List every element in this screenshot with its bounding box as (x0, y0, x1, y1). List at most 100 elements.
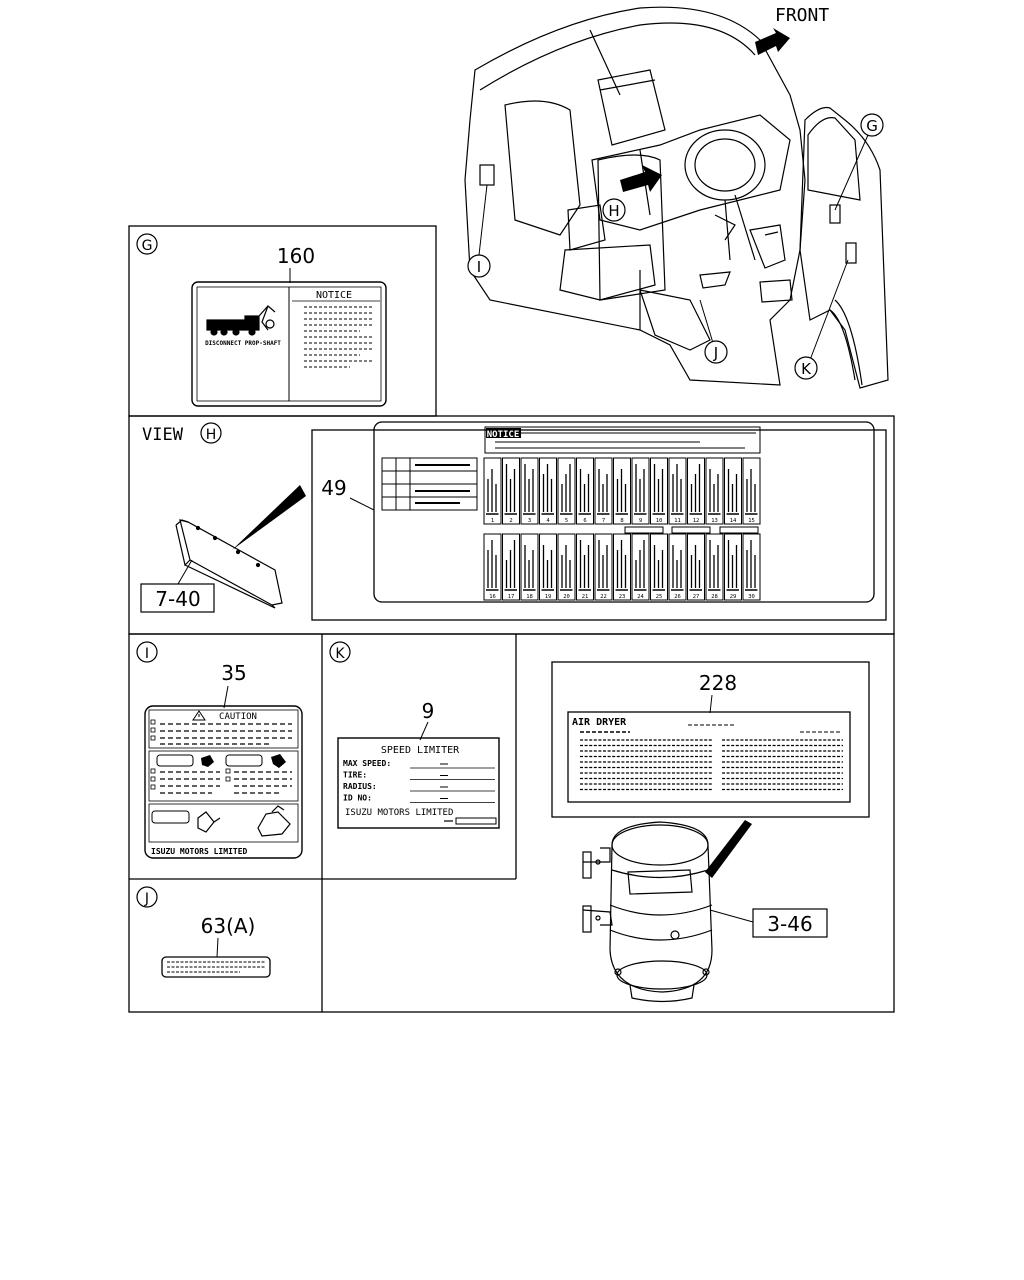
fuse-slot: 7 (594, 457, 613, 525)
h-notice-title: NOTICE (487, 430, 520, 440)
fuse-slot: 19 (539, 533, 557, 601)
marker-k-cab[interactable]: K (794, 356, 818, 380)
front-label: FRONT (775, 5, 829, 26)
i-caution-title: CAUTION (219, 712, 257, 722)
j-text-lines (167, 961, 265, 973)
fuse-number: 12 (693, 518, 700, 524)
panel-g: G 160 NOTICE (136, 233, 387, 407)
ref-7-40[interactable]: 7-40 (155, 587, 200, 611)
fuse-slot: 13 (705, 457, 724, 525)
fuse-slot: 9 (631, 457, 650, 525)
fuse-slot: 18 (520, 533, 539, 601)
fuse-slot: 30 (742, 533, 761, 601)
h-legend-table (381, 457, 478, 511)
svg-text:J: J (144, 891, 149, 907)
fuse-cover-part (175, 519, 283, 609)
g-caption: DISCONNECT PROP-SHAFT (205, 340, 281, 347)
fuse-slot: 26 (668, 533, 687, 601)
fuse-number: 2 (509, 518, 512, 524)
fuse-number: 18 (526, 594, 533, 600)
k-footer: ISUZU MOTORS LIMITED (345, 808, 453, 818)
panel-j-marker[interactable]: J (136, 886, 158, 908)
fuse-number: 13 (711, 518, 718, 524)
fuse-slot: 12 (687, 457, 705, 525)
svg-text:H: H (206, 427, 217, 443)
part-number-35: 35 (221, 661, 246, 685)
view-h-marker[interactable]: H (200, 422, 222, 444)
fuse-number: 16 (489, 594, 496, 600)
marker-j-cab[interactable]: J (704, 340, 728, 364)
fuse-number: 22 (600, 594, 607, 600)
fuse-number: 26 (674, 594, 681, 600)
panel-j: J 63(A) (136, 886, 271, 978)
k-row: ID NO: (343, 794, 495, 803)
g-notice-title: NOTICE (316, 290, 352, 301)
fuse-slot: 2 (502, 457, 520, 525)
i-checkbox-icons (150, 719, 231, 790)
fuse-slot: 16 (483, 533, 502, 601)
fuse-slot: 8 (613, 457, 631, 525)
fuse-slot: 29 (724, 533, 742, 601)
fuse-slot: 23 (613, 533, 631, 601)
fuse-number: 19 (545, 594, 552, 600)
fuse-slot: 10 (650, 457, 668, 525)
cab-illustration (464, 6, 889, 389)
fuse-slot: 6 (576, 457, 594, 525)
svg-text:I: I (145, 646, 149, 662)
warning-triangle-icon (192, 710, 206, 721)
i-footer: ISUZU MOTORS LIMITED (151, 847, 248, 856)
fuse-slot: 25 (650, 533, 668, 601)
part-number-228: 228 (699, 671, 737, 695)
marker-i-cab[interactable]: I (467, 254, 491, 278)
ref-box-7-40[interactable] (140, 583, 215, 613)
fuse-slot: 17 (502, 533, 520, 601)
front-arrow (755, 28, 790, 55)
panel-view-h: VIEW H 7-40 49 NOTICE (140, 421, 887, 621)
svg-text:J: J (713, 344, 718, 362)
fuse-slot: 27 (687, 533, 705, 601)
fuse-number: 4 (546, 518, 550, 524)
marker-g-cab[interactable]: G (860, 113, 884, 137)
part-number-49: 49 (321, 476, 346, 500)
fuse-number: 11 (674, 518, 681, 524)
fuse-slot: 28 (705, 533, 724, 601)
k-title: SPEED LIMITER (381, 745, 460, 756)
fuse-number: 1 (491, 518, 494, 524)
fuse-number: 25 (656, 594, 663, 600)
panel-k: K 9 SPEED LIMITER MAX SPEED:TIRE:RADIUS:… (329, 641, 500, 829)
view-h-arrow (620, 165, 662, 192)
svg-text:G: G (866, 117, 878, 135)
fuse-number: 8 (620, 518, 623, 524)
fuse-number: 14 (730, 518, 737, 524)
fuse-slot: 4 (539, 457, 557, 525)
marker-h-cab[interactable]: H (602, 198, 626, 222)
i-caution-text-lines (160, 723, 292, 794)
air-dryer-pointer (705, 820, 752, 878)
panel-i-marker[interactable]: I (136, 641, 158, 663)
cab-leader-lines (478, 134, 869, 361)
k-row-label: MAX SPEED: (343, 759, 391, 768)
ref-3-46[interactable]: 3-46 (767, 912, 812, 936)
valve-icon (201, 754, 286, 768)
svg-text:I: I (477, 258, 481, 276)
view-h-pointer (232, 485, 306, 550)
fuse-slot: 5 (557, 457, 576, 525)
svg-text:H: H (608, 202, 619, 220)
fuse-number: 3 (528, 518, 531, 524)
panel-i: I 35 CAUTION (136, 641, 303, 859)
ref-box-3-46[interactable] (752, 908, 828, 938)
fuse-number: 24 (637, 594, 644, 600)
k-row: MAX SPEED: (343, 759, 495, 769)
fuse-number: 20 (563, 594, 570, 600)
fuse-slot: 20 (557, 533, 576, 601)
fuse-slot: 14 (724, 457, 742, 525)
fuse-number: 29 (730, 594, 737, 600)
hand-tool-icon (197, 805, 291, 837)
k-row-label: TIRE: (343, 771, 367, 780)
fuse-number: 6 (583, 518, 586, 524)
panel-g-marker[interactable]: G (136, 233, 158, 255)
fuse-slot: 15 (742, 457, 761, 525)
panel-k-marker[interactable]: K (329, 641, 351, 663)
